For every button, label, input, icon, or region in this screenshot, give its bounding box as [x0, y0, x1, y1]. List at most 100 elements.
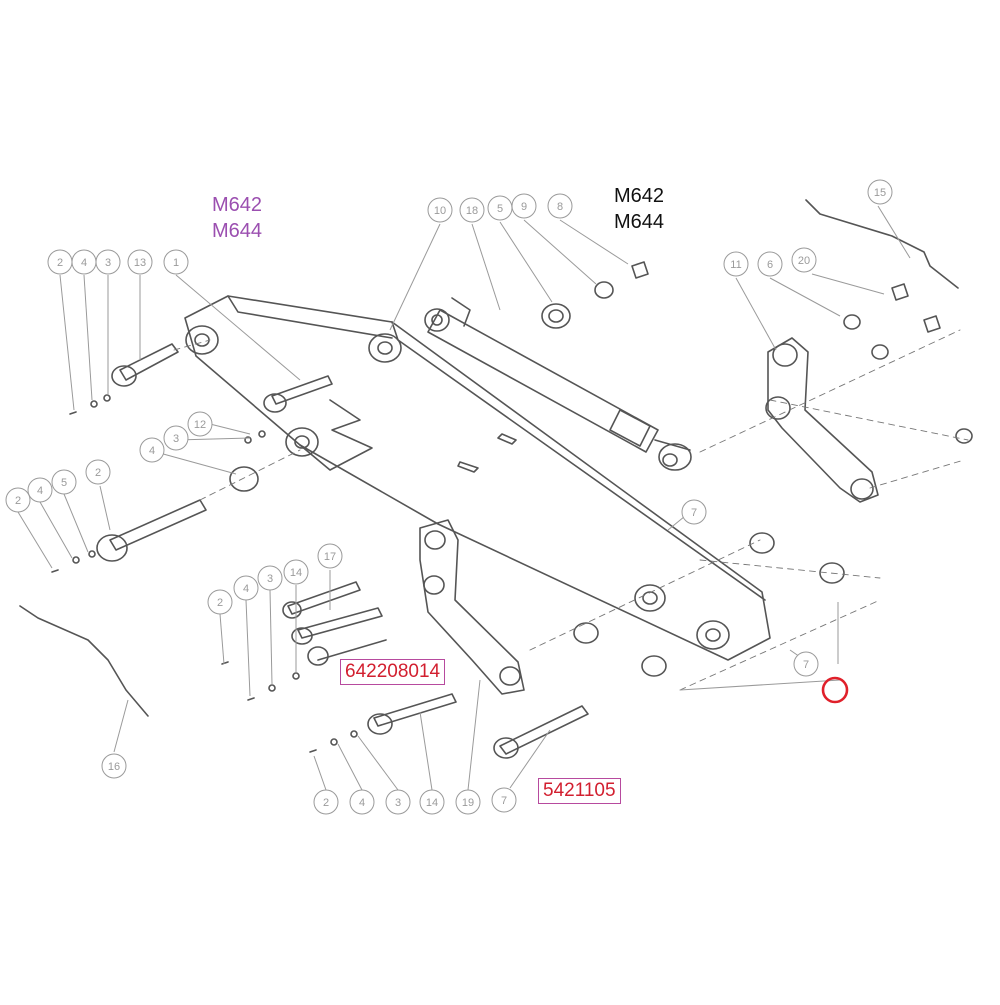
screws — [51, 394, 358, 753]
callout-3: 3 — [257, 565, 283, 591]
link-arm-right — [765, 337, 879, 503]
callout-circle — [491, 787, 517, 813]
callout-5: 5 — [51, 469, 77, 495]
callout-4: 4 — [349, 789, 375, 815]
callout-number: 20 — [798, 255, 810, 267]
link-arm-lower — [419, 519, 525, 695]
callout-circle — [791, 247, 817, 273]
callout-number: 1 — [173, 257, 179, 269]
callout-4: 4 — [71, 249, 97, 275]
callout-number: 2 — [95, 467, 101, 479]
callout-circle — [163, 249, 189, 275]
callout-number: 10 — [434, 205, 446, 217]
model-label-purple: M642 M644 — [212, 192, 262, 244]
callout-circle — [127, 249, 153, 275]
callout-17: 17 — [317, 543, 343, 569]
callout-5: 5 — [487, 195, 513, 221]
callout-circle — [455, 789, 481, 815]
model-label-line: M642 — [212, 194, 263, 216]
callout-circle — [51, 469, 77, 495]
callout-7: 7 — [793, 651, 819, 677]
grease-lines — [19, 199, 959, 717]
callout-circle — [207, 589, 233, 615]
callout-number: 18 — [466, 205, 478, 217]
highlight-circle-icon[interactable] — [821, 676, 849, 704]
callout-circle — [257, 565, 283, 591]
callout-circle — [101, 753, 127, 779]
callout-circle — [283, 559, 309, 585]
callout-19: 19 — [455, 789, 481, 815]
callout-2: 2 — [85, 459, 111, 485]
callout-number: 17 — [324, 551, 336, 563]
callout-8: 8 — [547, 193, 573, 219]
callout-circle — [187, 411, 213, 437]
part-number-link[interactable]: 642208014 — [340, 659, 446, 685]
callout-number: 11 — [730, 259, 741, 271]
callout-3: 3 — [95, 249, 121, 275]
callout-circle — [459, 197, 485, 223]
callout-16: 16 — [101, 753, 127, 779]
callout-number: 7 — [501, 795, 507, 807]
callout-circle — [419, 789, 445, 815]
callout-circle — [349, 789, 375, 815]
callout-number: 15 — [874, 187, 886, 199]
callout-circle — [85, 459, 111, 485]
callout-circle — [27, 477, 53, 503]
callout-circle — [313, 789, 339, 815]
callout-number: 2 — [57, 257, 63, 269]
callout-number: 4 — [359, 797, 365, 809]
hydraulic-cylinder — [424, 297, 692, 471]
callout-circle — [511, 193, 537, 219]
callout-number: 4 — [37, 485, 43, 497]
callout-number: 3 — [173, 433, 179, 445]
callout-7: 7 — [491, 787, 517, 813]
callout-14: 14 — [283, 559, 309, 585]
callout-number: 2 — [217, 597, 223, 609]
callout-circle — [547, 193, 573, 219]
callout-number: 7 — [691, 507, 697, 519]
callout-number: 14 — [426, 797, 438, 809]
callout-13: 13 — [127, 249, 153, 275]
callout-number: 3 — [267, 573, 273, 585]
callout-circle — [793, 651, 819, 677]
leader-lines — [17, 205, 911, 791]
callout-2: 2 — [207, 589, 233, 615]
callout-number: 3 — [105, 257, 111, 269]
model-label-line: M644 — [614, 211, 665, 233]
callout-number: 5 — [61, 477, 67, 489]
callout-circle — [867, 179, 893, 205]
bushings — [229, 261, 973, 677]
callout-circle — [723, 251, 749, 277]
callout-number: 2 — [15, 495, 21, 507]
callout-number: 4 — [81, 257, 87, 269]
callout-number: 7 — [803, 659, 809, 671]
callout-10: 10 — [427, 197, 453, 223]
callout-15: 15 — [867, 179, 893, 205]
callout-number: 6 — [767, 259, 773, 271]
callout-circle — [5, 487, 31, 513]
callout-9: 9 — [511, 193, 537, 219]
callout-number: 19 — [462, 797, 474, 809]
model-label-line: M644 — [212, 220, 263, 242]
callout-circle — [163, 425, 189, 451]
callout-4: 4 — [233, 575, 259, 601]
part-number-link[interactable]: 5421105 — [538, 778, 621, 804]
callout-circle — [139, 437, 165, 463]
callout-4: 4 — [139, 437, 165, 463]
callout-20: 20 — [791, 247, 817, 273]
callout-number: 14 — [290, 567, 302, 579]
callout-number: 8 — [557, 201, 563, 213]
callout-12: 12 — [187, 411, 213, 437]
callout-circle — [681, 499, 707, 525]
callout-number: 3 — [395, 797, 401, 809]
callout-circle — [95, 249, 121, 275]
callout-number: 4 — [149, 445, 155, 457]
pins — [96, 343, 589, 759]
callout-11: 11 — [723, 251, 749, 277]
callout-number: 13 — [134, 257, 146, 269]
model-label-line: M642 — [614, 185, 665, 207]
assembly-lines — [173, 329, 969, 691]
callout-2: 2 — [47, 249, 73, 275]
